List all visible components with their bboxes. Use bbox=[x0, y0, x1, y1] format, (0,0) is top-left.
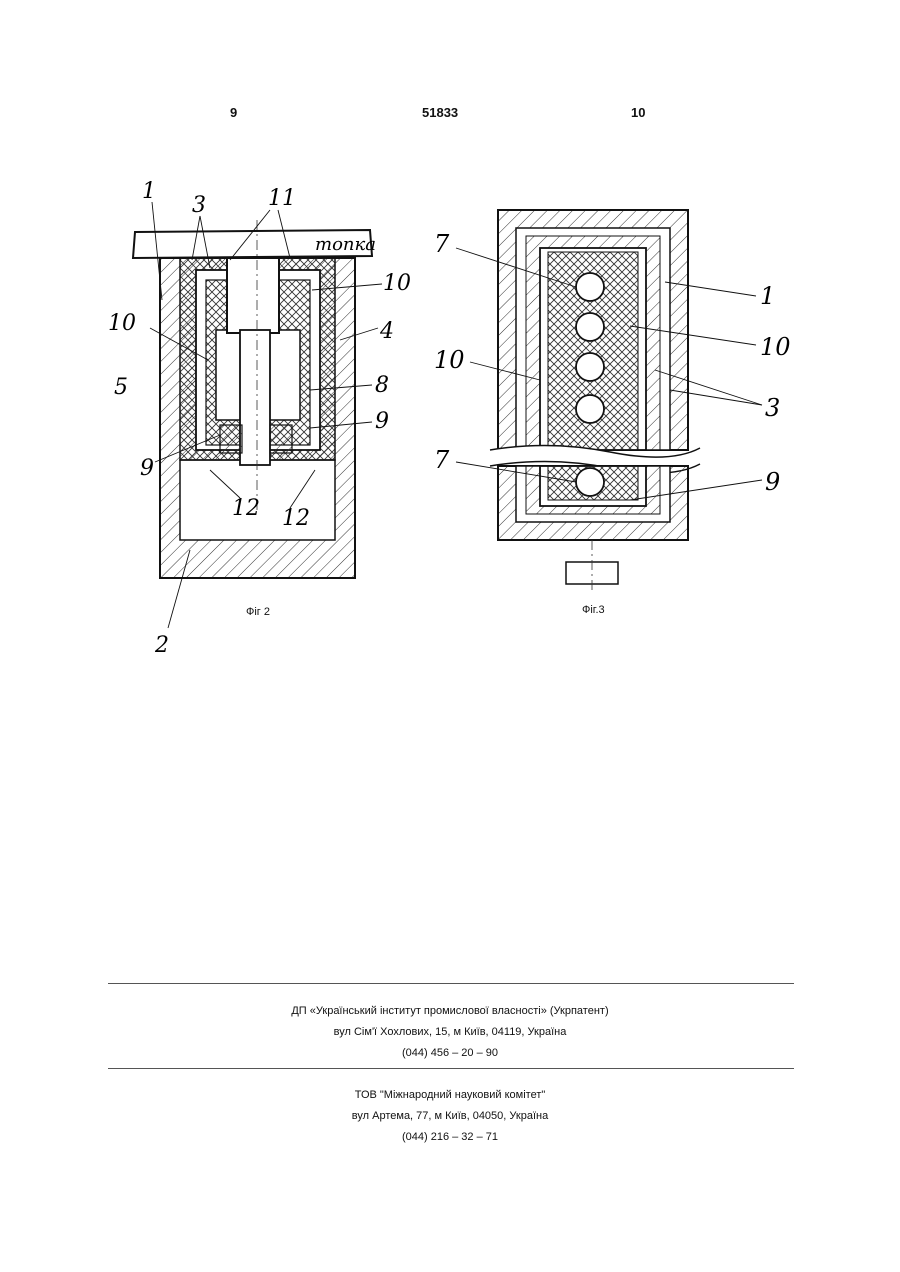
furnace-label: топка bbox=[315, 234, 376, 255]
figure-2-drawing: топка 1 3 11 10 4 10 5 9 8 9 12 12 2 bbox=[100, 180, 420, 660]
figure-3-caption: Фіг.3 bbox=[582, 604, 605, 616]
callout-10-left: 10 bbox=[108, 311, 136, 336]
page-number-left: 9 bbox=[230, 105, 237, 120]
callout-8: 9 bbox=[375, 409, 389, 434]
callout-3: 3 bbox=[765, 394, 780, 422]
callout-12-right: 12 bbox=[282, 506, 310, 531]
callout-11: 11 bbox=[268, 186, 296, 211]
footer-org1-address: вул Сім'ї Хохлових, 15, м Київ, 04119, У… bbox=[0, 1026, 900, 1038]
footer-org1-name: ДП «Український інститут промислової вла… bbox=[0, 1005, 900, 1017]
callout-10-right: 10 bbox=[760, 333, 791, 361]
callout-9-left: 9 bbox=[140, 456, 154, 481]
pipe-11 bbox=[227, 258, 279, 333]
callout-10-left: 10 bbox=[434, 346, 465, 374]
figure-2-caption: Фіг 2 bbox=[246, 606, 270, 618]
footer-org2-name: ТОВ "Міжнародний науковий комітет" bbox=[0, 1089, 900, 1101]
footer-rule-middle bbox=[108, 1068, 794, 1069]
figure-3-drawing: 7 1 10 10 3 7 9 bbox=[430, 200, 800, 600]
callout-1: 1 bbox=[760, 282, 775, 310]
callout-12-left: 12 bbox=[232, 496, 260, 521]
patent-number: 51833 bbox=[422, 105, 458, 120]
footer-rule-top bbox=[108, 983, 794, 984]
callout-4: 4 bbox=[379, 319, 394, 344]
callout-7-bottom: 7 bbox=[434, 446, 450, 474]
footer-org2-phone: (044) 216 – 32 – 71 bbox=[0, 1131, 900, 1143]
page-number-right: 10 bbox=[631, 105, 645, 120]
callout-9: 9 bbox=[765, 468, 780, 496]
footer-org2-address: вул Артема, 77, м Київ, 04050, Україна bbox=[0, 1110, 900, 1122]
callout-5: 5 bbox=[114, 375, 128, 400]
callout-1: 1 bbox=[142, 180, 156, 204]
callout-2: 2 bbox=[154, 633, 169, 658]
callout-9-right: 8 bbox=[375, 373, 389, 398]
callout-7-top: 7 bbox=[434, 230, 450, 258]
callout-3: 3 bbox=[192, 193, 206, 218]
footer-org1-phone: (044) 456 – 20 – 90 bbox=[0, 1047, 900, 1059]
callout-10-right: 10 bbox=[383, 271, 411, 296]
